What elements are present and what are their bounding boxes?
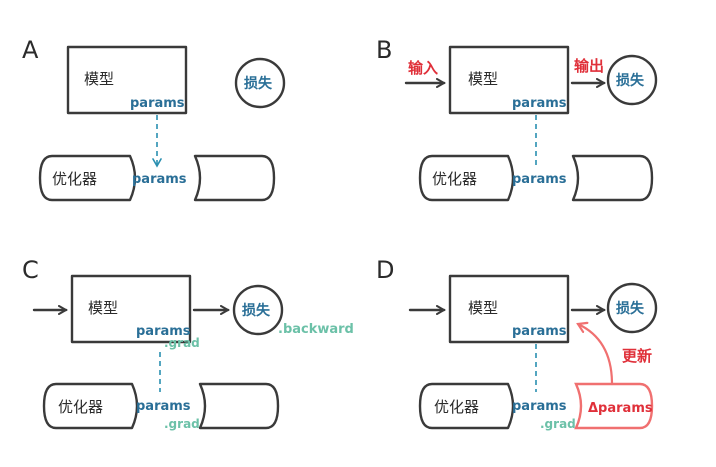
panel-b-output-label: 输出	[574, 57, 604, 75]
panel-b: B 输入 模型 params 输出 损失 优化器 params	[376, 36, 658, 202]
panel-d: D 模型 params 损失 优化器 params .grad Δparams …	[376, 256, 658, 431]
panel-b-loss-circle	[606, 54, 658, 106]
panel-a-optimizer-label: 优化器	[52, 170, 97, 188]
panel-a-model-label: 模型	[84, 70, 114, 88]
panel-c-model-grad: .grad	[164, 336, 200, 350]
panel-d-loss-circle	[606, 282, 658, 334]
panel-b-optimizer-shape	[418, 154, 515, 202]
panel-d-model-params: params	[512, 324, 567, 339]
panel-c-model-box	[70, 274, 192, 344]
panel-b-optimizer-params: params	[512, 172, 567, 187]
panel-d-optimizer-params: params	[512, 399, 567, 414]
panel-d-delta-params: Δparams	[588, 401, 653, 416]
panel-b-optimizer-label: 优化器	[432, 170, 477, 188]
panel-c-optimizer-label: 优化器	[58, 398, 103, 416]
panel-d-update-label: 更新	[622, 347, 652, 365]
panel-a-loss-label: 损失	[244, 75, 273, 92]
panel-b-input-label: 输入	[408, 59, 438, 77]
panel-d-model-label: 模型	[468, 299, 498, 317]
panel-d-optimizer-grad: .grad	[540, 417, 576, 431]
panel-b-model-box	[448, 45, 570, 115]
panel-c-optimizer-shape	[42, 382, 139, 430]
panel-a-model-box	[66, 45, 188, 115]
panel-c-letter: C	[22, 256, 39, 284]
panel-c-optimizer-params: params	[136, 399, 191, 414]
panel-d-delta-shape	[574, 382, 654, 430]
panel-a-empty-shape	[193, 154, 276, 202]
panel-a-model-params: params	[130, 96, 185, 111]
panel-c: C 模型 params .grad 损失 .backward 优化器 param…	[22, 256, 354, 431]
panel-b-letter: B	[376, 36, 392, 64]
panel-d-loss-label: 损失	[616, 300, 645, 317]
panel-d-optimizer-shape	[418, 382, 515, 430]
panel-c-empty-shape	[198, 382, 280, 430]
panel-a: A 模型 params 损失 优化器 params	[22, 36, 286, 202]
panel-c-optimizer-grad: .grad	[164, 417, 200, 431]
panel-c-model-label: 模型	[88, 299, 118, 317]
panel-c-model-params: params	[136, 324, 191, 339]
panel-d-model-box	[448, 274, 570, 344]
panel-a-letter: A	[22, 36, 39, 64]
panel-b-model-label: 模型	[468, 70, 498, 88]
panel-d-update-arrow	[578, 324, 614, 386]
panel-b-empty-shape	[571, 154, 654, 202]
panel-b-loss-label: 损失	[616, 72, 645, 89]
panel-c-backward-label: .backward	[278, 322, 354, 337]
panel-d-letter: D	[376, 256, 394, 284]
panel-d-optimizer-label: 优化器	[434, 398, 479, 416]
panel-a-optimizer-params: params	[132, 172, 187, 187]
panel-b-model-params: params	[512, 96, 567, 111]
panel-a-optimizer-shape	[38, 154, 137, 202]
panel-c-loss-label: 损失	[242, 302, 271, 319]
panel-c-loss-circle	[232, 284, 284, 336]
panel-a-loss-circle	[234, 57, 286, 109]
